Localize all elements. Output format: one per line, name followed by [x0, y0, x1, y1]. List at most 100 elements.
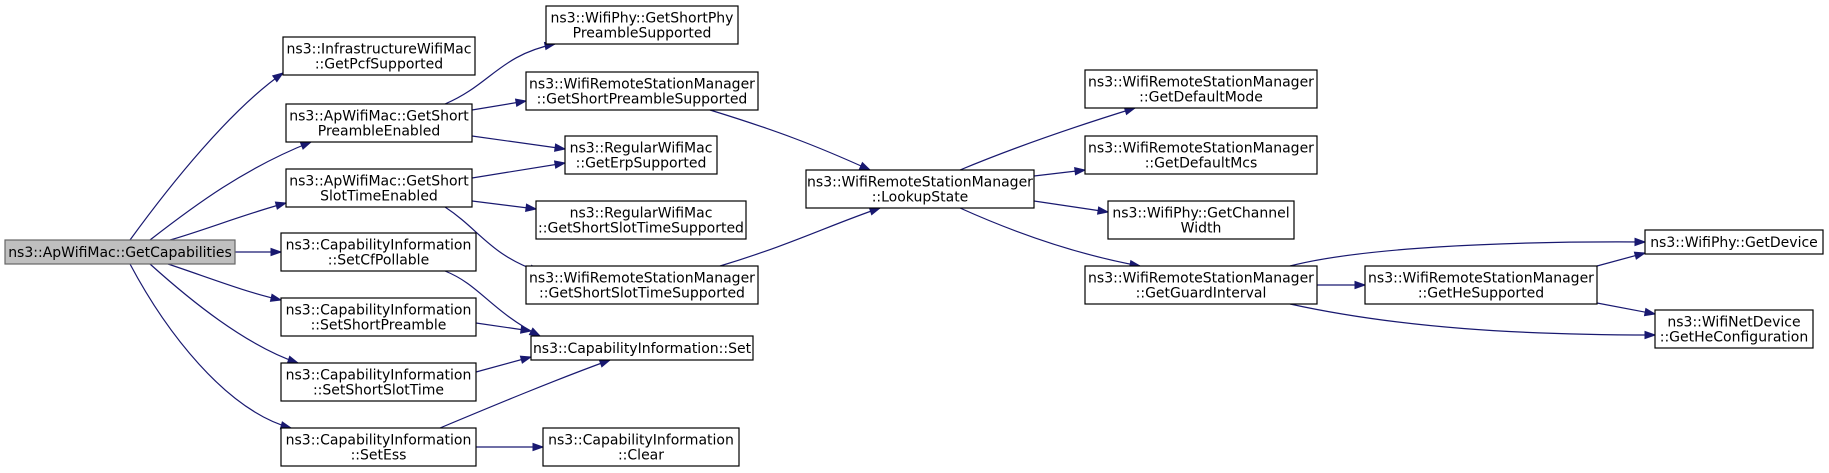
node-getdevice[interactable]: ns3::WifiPhy::GetDevice — [1644, 229, 1824, 255]
edge-line — [129, 72, 284, 241]
arrow-head-icon — [532, 442, 545, 452]
arrow-head-icon — [525, 203, 538, 212]
node-box[interactable] — [1107, 200, 1295, 240]
node-label-line: ::GetShortSlotTimeSupported — [539, 286, 745, 302]
arrow-head-icon — [519, 355, 533, 364]
call-edge-getguardinterval-to-getheconfiguration — [1289, 303, 1657, 340]
node-box[interactable] — [1654, 309, 1814, 349]
node-box[interactable] — [535, 200, 747, 240]
node-label-line: ns3::WifiRemoteStationManager — [529, 271, 755, 287]
arrow-head-icon — [553, 160, 567, 169]
edge-line — [444, 43, 556, 105]
node-label-line: ::LookupState — [872, 190, 969, 206]
node-rsmgetshortpreamblesupported[interactable]: ns3::WifiRemoteStationManager::GetShortP… — [525, 71, 759, 111]
node-box[interactable] — [285, 168, 473, 208]
node-box[interactable] — [280, 232, 477, 272]
call-edge-getcapabilities-to-setshortpreamble — [167, 263, 283, 302]
call-edges — [129, 41, 1657, 452]
node-geterpsupported[interactable]: ns3::RegularWifiMac::GetErpSupported — [564, 135, 718, 175]
node-capset[interactable]: ns3::CapabilityInformation::Set — [530, 335, 754, 361]
node-setess[interactable]: ns3::CapabilityInformation::SetEss — [280, 427, 477, 467]
node-getpcfsupported[interactable]: ns3::InfrastructureWifiMac::GetPcfSuppor… — [282, 36, 476, 76]
arrow-head-icon — [1644, 330, 1657, 340]
node-box[interactable] — [1364, 265, 1598, 305]
node-label-line: ::GetDefaultMcs — [1145, 156, 1258, 172]
node-box[interactable] — [1084, 265, 1318, 305]
edge-line — [149, 263, 299, 364]
node-box[interactable] — [525, 265, 759, 305]
node-label-line: ns3::WifiRemoteStationManager — [1088, 75, 1314, 91]
node-label-line: PreambleEnabled — [318, 124, 440, 140]
arrow-head-icon — [868, 207, 882, 216]
edge-line — [959, 207, 1141, 267]
node-setshortpreamble[interactable]: ns3::CapabilityInformation::SetShortPrea… — [280, 297, 477, 337]
call-edge-setshortslottime-to-capset — [475, 355, 533, 373]
node-label-line: ns3::WifiRemoteStationManager — [1088, 271, 1314, 287]
arrow-head-icon — [1074, 166, 1087, 176]
arrow-head-icon — [270, 247, 283, 257]
node-label-line: ns3::WifiRemoteStationManager — [1368, 271, 1594, 287]
call-edge-getcapabilities-to-apgetshortslottimeenabled — [169, 201, 288, 241]
node-box[interactable] — [1084, 135, 1318, 175]
edge-line — [959, 107, 1136, 171]
call-edge-lookupstate-to-getdefaultmcs — [1033, 166, 1087, 177]
call-edge-setshortpreamble-to-capset — [475, 322, 533, 334]
node-box[interactable] — [1084, 69, 1318, 109]
node-lookupstate[interactable]: ns3::WifiRemoteStationManager::LookupSta… — [805, 169, 1035, 209]
edge-line — [719, 207, 881, 267]
edge-line — [471, 162, 566, 179]
edge-line — [149, 141, 312, 241]
node-label-line: ::SetShortSlotTime — [313, 383, 444, 399]
node-rwmgetshortslottimesupported[interactable]: ns3::RegularWifiMac::GetShortSlotTimeSup… — [535, 200, 747, 240]
node-label-line: ns3::CapabilityInformation — [286, 238, 472, 254]
call-edge-getguardinterval-to-getdevice — [1289, 237, 1647, 267]
edge-line — [1289, 303, 1656, 336]
node-box[interactable] — [1644, 229, 1824, 255]
node-getdefaultmode[interactable]: ns3::WifiRemoteStationManager::GetDefaul… — [1084, 69, 1318, 109]
node-rsmgetshortslottimesupported[interactable]: ns3::WifiRemoteStationManager::GetShortS… — [525, 265, 759, 305]
node-label-line: ns3::WifiPhy::GetChannel — [1112, 206, 1289, 222]
node-setshortslottime[interactable]: ns3::CapabilityInformation::SetShortSlot… — [280, 362, 477, 402]
node-getdefaultmcs[interactable]: ns3::WifiRemoteStationManager::GetDefaul… — [1084, 135, 1318, 175]
node-box[interactable] — [525, 71, 759, 111]
node-box[interactable] — [530, 335, 754, 361]
node-getguardinterval[interactable]: ns3::WifiRemoteStationManager::GetGuardI… — [1084, 265, 1318, 305]
edge-line — [439, 359, 611, 429]
node-phygetshortphypreamblesupported[interactable]: ns3::WifiPhy::GetShortPhyPreambleSupport… — [545, 5, 739, 45]
call-edge-getcapabilities-to-setcfpollable — [235, 247, 283, 257]
node-getcapabilities[interactable]: ns3::ApWifiMac::GetCapabilities — [4, 239, 236, 265]
node-label-line: ns3::CapabilityInformation — [286, 433, 472, 449]
node-gethesupported[interactable]: ns3::WifiRemoteStationManager::GetHeSupp… — [1364, 265, 1598, 305]
call-edge-rsmgetshortpreamblesupported-to-lookupstate — [709, 109, 872, 171]
node-label-line: ::Clear — [618, 448, 664, 464]
node-box[interactable] — [564, 135, 718, 175]
node-label-line: ns3::CapabilityInformation — [286, 303, 472, 319]
node-setcfpollable[interactable]: ns3::CapabilityInformation::SetCfPollabl… — [280, 232, 477, 272]
call-edge-apgetshortslottimeenabled-to-rwmgetshortslottimesupported — [471, 200, 538, 212]
node-box[interactable] — [545, 5, 739, 45]
edge-line — [169, 202, 287, 241]
node-box[interactable] — [285, 103, 473, 143]
node-box[interactable] — [280, 362, 477, 402]
node-getheconfiguration[interactable]: ns3::WifiNetDevice::GetHeConfiguration — [1654, 309, 1814, 349]
node-box[interactable] — [282, 36, 476, 76]
edge-line — [129, 263, 292, 429]
arrow-head-icon — [1643, 307, 1657, 317]
call-edge-gethesupported-to-getheconfiguration — [1596, 302, 1657, 317]
node-box[interactable] — [280, 427, 477, 467]
arrow-head-icon — [514, 98, 528, 107]
arrow-head-icon — [269, 293, 283, 302]
node-box[interactable] — [542, 427, 740, 467]
node-box[interactable] — [805, 169, 1035, 209]
node-box[interactable] — [280, 297, 477, 337]
call-edge-apgetshortpreambleenabled-to-rsmgetshortpreamblesupported — [471, 98, 528, 111]
node-label-line: PreambleSupported — [573, 26, 712, 42]
node-label-line: ::SetCfPollable — [328, 253, 429, 269]
node-capclear[interactable]: ns3::CapabilityInformation::Clear — [542, 427, 740, 467]
node-label-line: ns3::WifiRemoteStationManager — [529, 77, 755, 93]
node-box[interactable] — [4, 239, 236, 265]
function-nodes: ns3::ApWifiMac::GetCapabilities ns3::Infr… — [4, 5, 1824, 467]
